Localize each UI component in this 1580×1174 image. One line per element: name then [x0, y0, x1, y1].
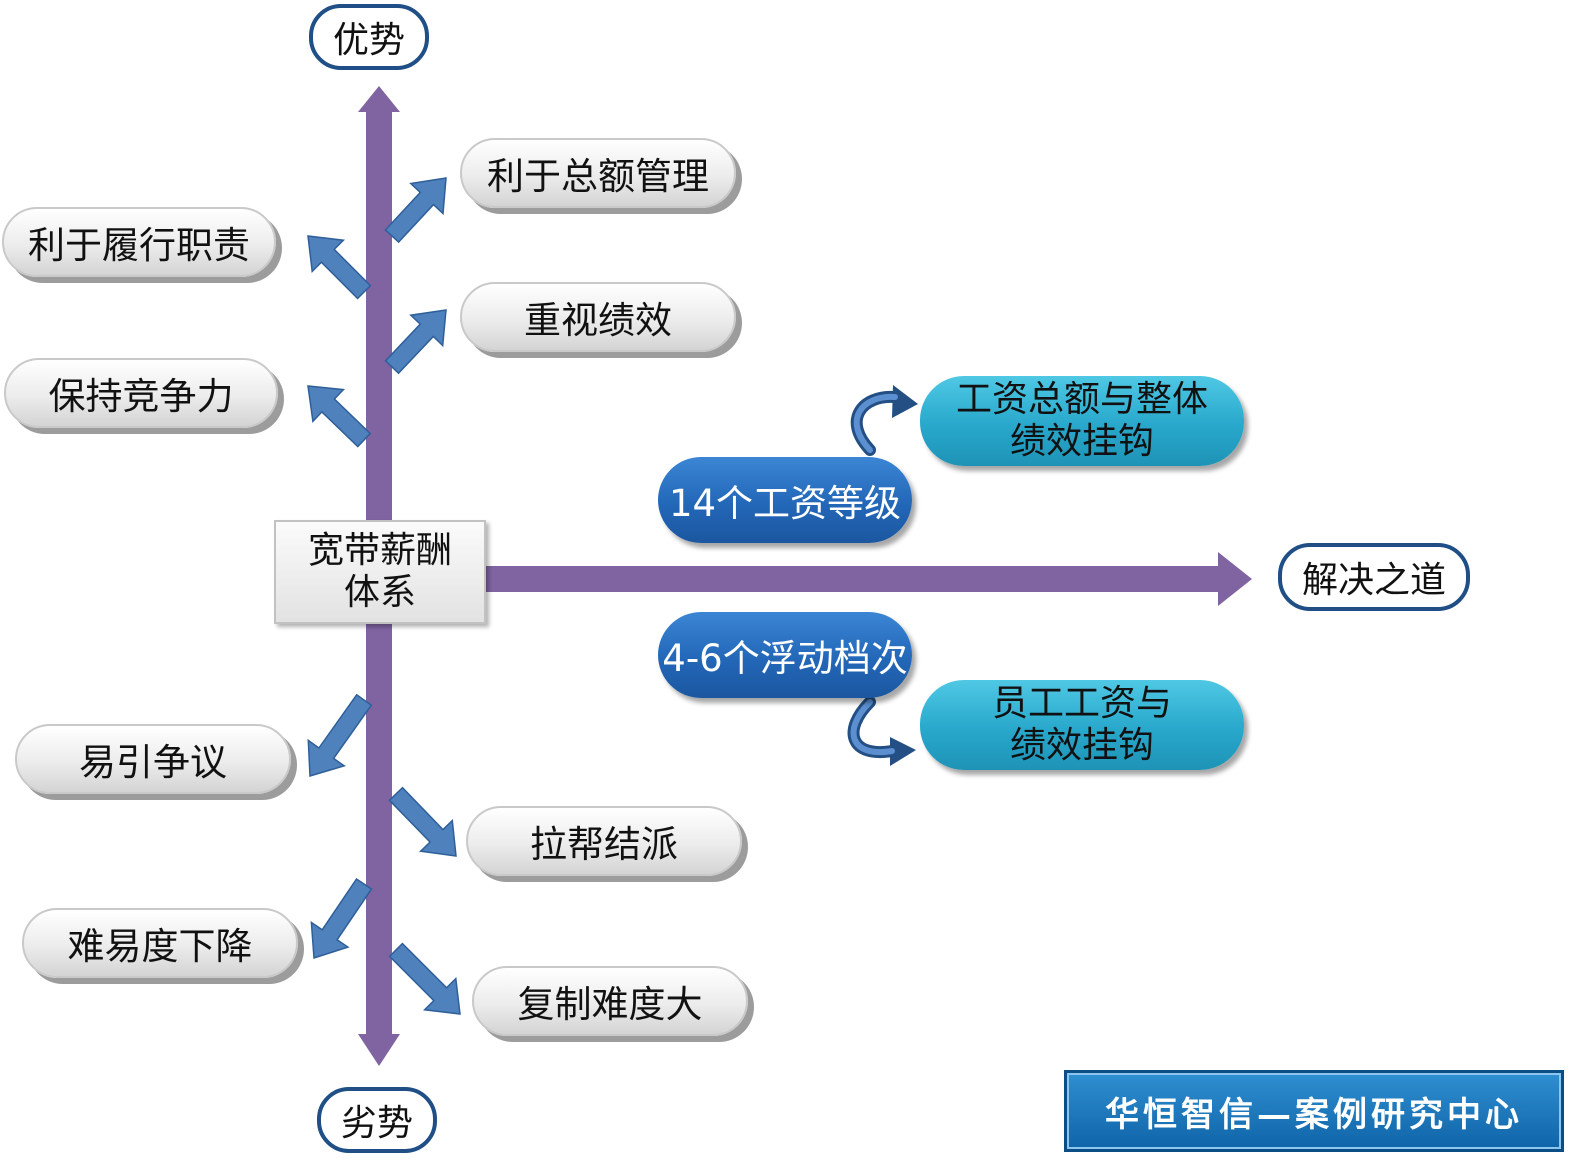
disadvantage-label: 劣势 [317, 1087, 437, 1153]
solution-employee-salary-link: 员工工资与 绩效挂钩 [920, 680, 1244, 770]
solution-floating-levels: 4-6个浮动档次 [658, 612, 912, 698]
horizontal-axis [486, 552, 1252, 606]
advantage-item-total-management: 利于总额管理 [460, 138, 736, 208]
solution-salary-grades: 14个工资等级 [658, 457, 912, 543]
arrow-to-total-management [384, 177, 447, 244]
curved-arrow-top-fill [853, 393, 898, 453]
advantage-item-competitiveness: 保持竞争力 [4, 358, 278, 428]
disadvantage-item-disputes: 易引争议 [15, 724, 291, 794]
advantage-label: 优势 [309, 4, 429, 70]
arrow-to-disputes [307, 693, 373, 777]
solution-label: 解决之道 [1278, 543, 1470, 611]
arrow-to-factions [388, 786, 457, 857]
solution-total-salary-link: 工资总额与整体 绩效挂钩 [920, 376, 1244, 466]
arrow-to-replication [388, 942, 461, 1015]
curved-arrows [847, 385, 918, 766]
arrow-to-duty [307, 235, 372, 300]
curved-arrow-bottom-fill [850, 699, 895, 756]
branch-arrows [307, 177, 461, 1015]
curved-arrow-top-head [892, 385, 918, 418]
disadvantage-item-difficulty: 难易度下降 [22, 908, 298, 978]
arrow-to-performance [384, 309, 447, 375]
arrow-to-difficulty [310, 877, 373, 960]
center-topic: 宽带薪酬 体系 [274, 520, 486, 624]
arrow-to-competitiveness [307, 385, 372, 448]
disadvantage-item-replication: 复制难度大 [472, 966, 748, 1036]
disadvantage-item-factions: 拉帮结派 [466, 806, 742, 876]
advantage-item-duty: 利于履行职责 [2, 207, 276, 277]
advantage-item-performance: 重视绩效 [460, 282, 736, 352]
curved-arrow-bottom-head [890, 737, 916, 766]
brand-banner: 华恒智信—案例研究中心 [1064, 1070, 1564, 1152]
